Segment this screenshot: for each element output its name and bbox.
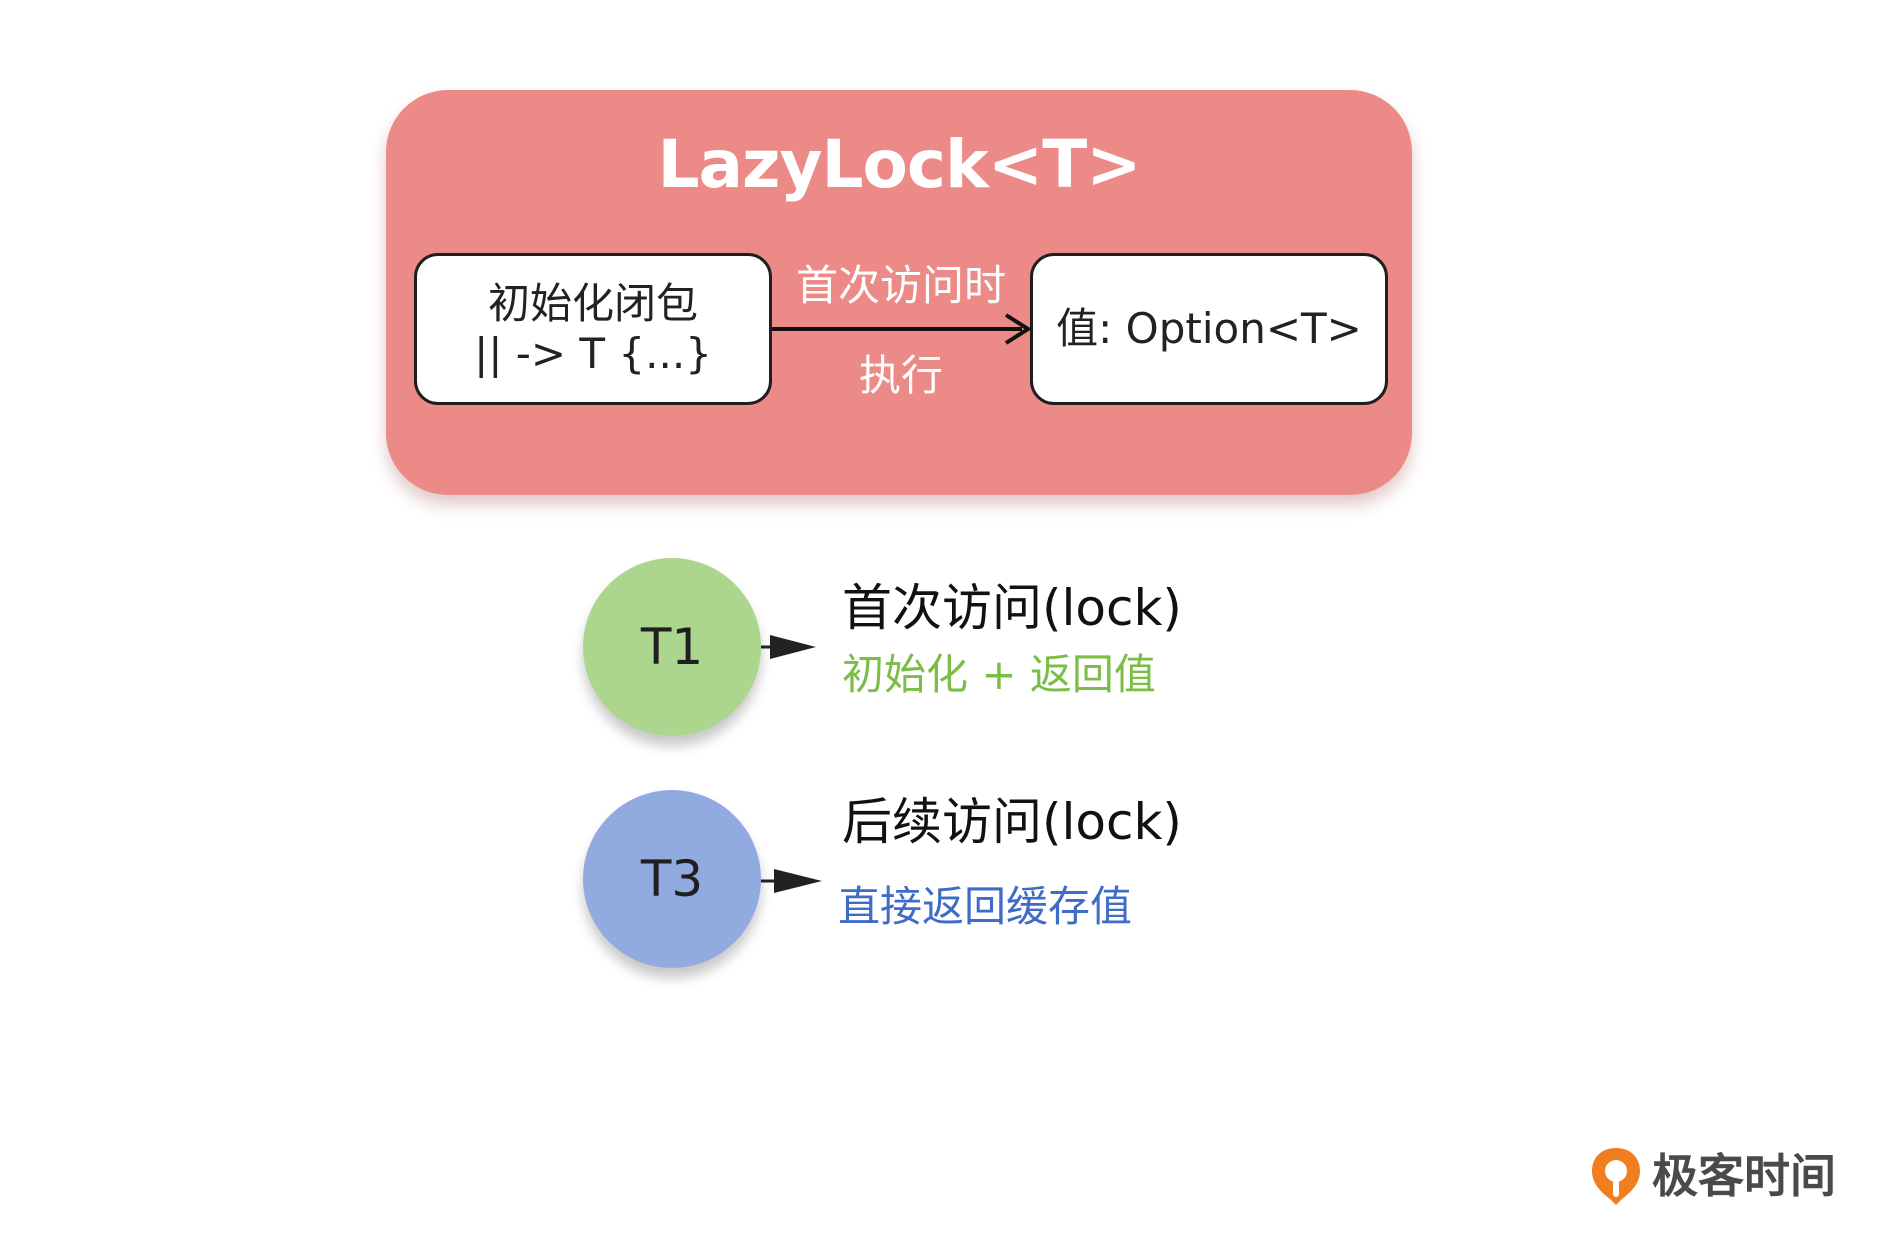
arrow-bottom-label: 执行 <box>858 351 943 400</box>
thread-t1-circle: T1 <box>583 558 761 736</box>
init-closure-box: 初始化闭包 || -> T {...} <box>414 253 772 405</box>
thread-t3-label: T3 <box>640 850 704 908</box>
arrow-top-label: 首次访问时 <box>795 261 1006 310</box>
init-closure-label: 初始化闭包 <box>487 279 698 328</box>
brand-name: 极客时间 <box>1652 1149 1836 1203</box>
value-box: 值: Option<T> <box>1030 253 1388 405</box>
t3-access-title: 后续访问(lock) <box>842 793 1182 851</box>
brand-watermark: 极客时间 <box>1588 1144 1836 1208</box>
geekbang-logo-icon <box>1592 1148 1640 1205</box>
value-label: 值: Option<T> <box>1056 304 1362 353</box>
t1-arrow <box>761 635 816 659</box>
init-closure-signature: || -> T {...} <box>474 329 712 378</box>
t3-arrow <box>761 869 822 893</box>
t3-access-result: 直接返回缓存值 <box>838 882 1133 931</box>
thread-t3-circle: T3 <box>583 790 761 968</box>
t1-access-title: 首次访问(lock) <box>842 579 1182 637</box>
t1-access-result: 初始化 + 返回值 <box>842 650 1156 699</box>
lazylock-title: LazyLock<T> <box>657 126 1141 203</box>
thread-t1-label: T1 <box>640 618 704 676</box>
